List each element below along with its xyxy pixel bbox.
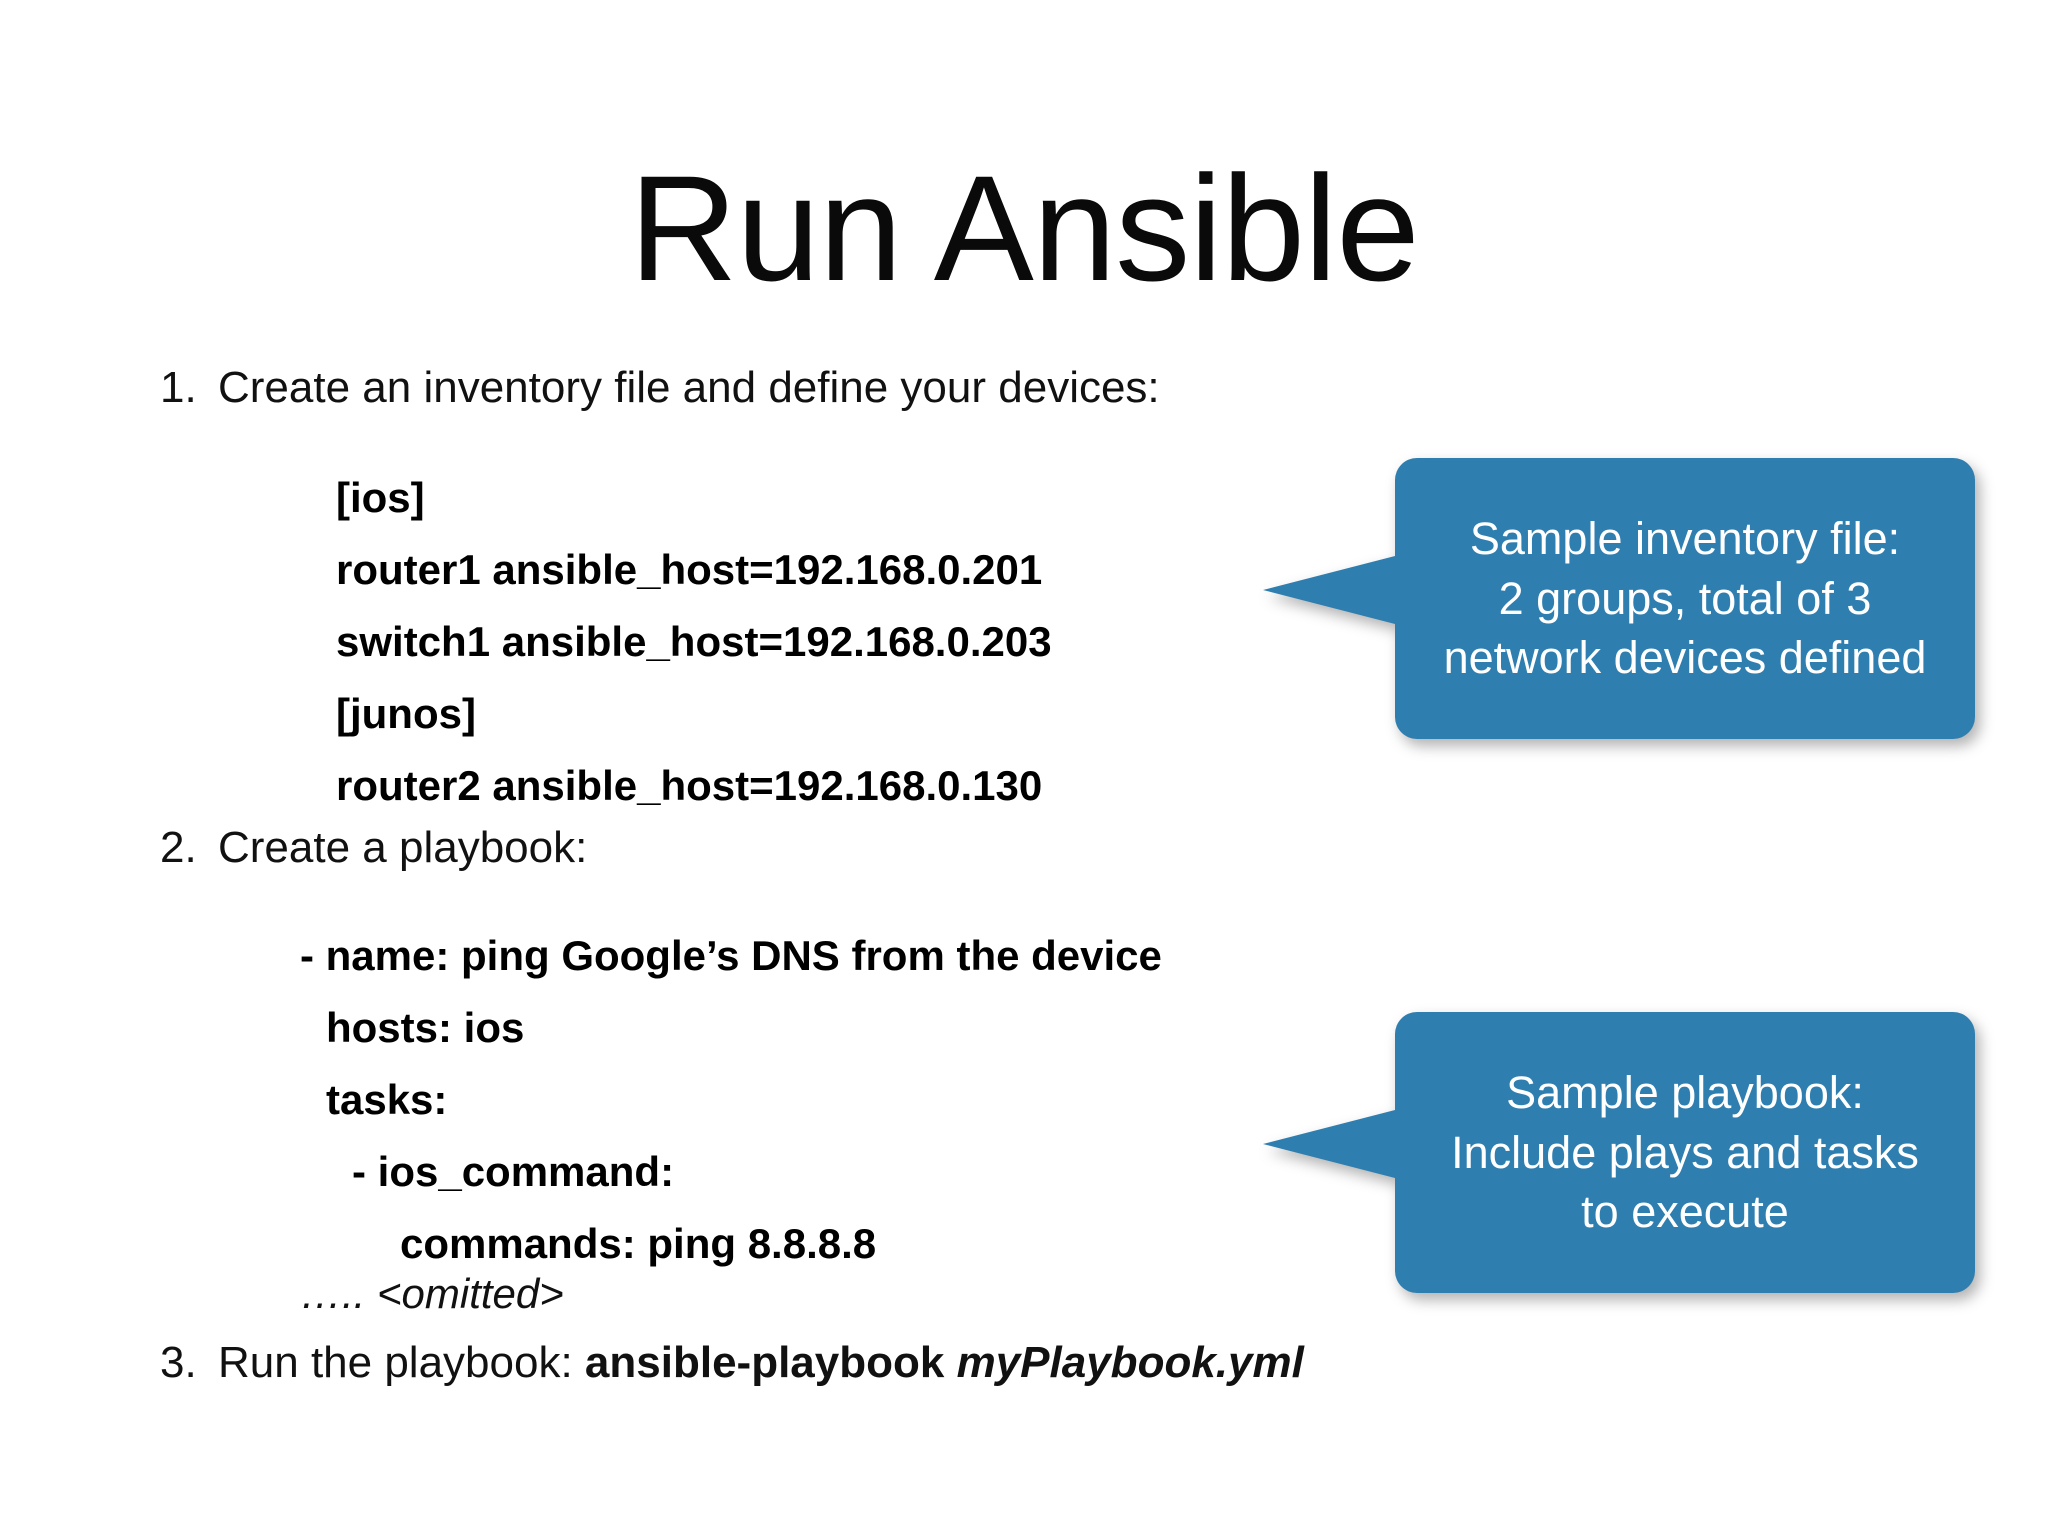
callout-tail-icon bbox=[1263, 1110, 1395, 1178]
inventory-callout-line-3: network devices defined bbox=[1443, 632, 1927, 684]
step-2-number: 2. bbox=[160, 823, 197, 872]
inventory-callout-line-1: Sample inventory file: bbox=[1469, 513, 1901, 565]
page-title: Run Ansible bbox=[629, 144, 1420, 312]
step-3: 3. Run the playbook: ansible-playbook myP… bbox=[160, 1337, 1304, 1390]
playbook-line-4: - ios_command: bbox=[352, 1148, 675, 1195]
step-1-label: Create an inventory file and define your… bbox=[218, 363, 1160, 412]
step-2-label: Create a playbook: bbox=[218, 823, 588, 872]
playbook-line-2: hosts: ios bbox=[326, 1004, 525, 1051]
step-3-argument: myPlaybook.yml bbox=[956, 1338, 1304, 1387]
step-3-number: 3. bbox=[160, 1338, 197, 1387]
playbook-callout-line-2: Include plays and tasks bbox=[1451, 1126, 1919, 1178]
playbook-callout: Sample playbook: Include plays and tasks… bbox=[1263, 1012, 1975, 1293]
step-3-command: ansible-playbook bbox=[584, 1338, 945, 1387]
inventory-line-2: router1 ansible_host=192.168.0.201 bbox=[336, 546, 1043, 593]
playbook-line-3: tasks: bbox=[326, 1076, 448, 1123]
inventory-line-5: router2 ansible_host=192.168.0.130 bbox=[336, 762, 1043, 809]
step-2: 2. Create a playbook: bbox=[160, 822, 587, 875]
playbook-line-1: - name: ping Google’s DNS from the devic… bbox=[300, 932, 1162, 979]
step-3-label: Run the playbook: bbox=[218, 1338, 573, 1387]
inventory-code-block: [ios] router1 ansible_host=192.168.0.201… bbox=[336, 462, 1052, 822]
inventory-line-4: [junos] bbox=[336, 690, 476, 737]
playbook-callout-line-1: Sample playbook: bbox=[1506, 1067, 1864, 1119]
omitted-marker: ….. <omitted> bbox=[300, 1270, 564, 1317]
inventory-line-1: [ios] bbox=[336, 474, 425, 521]
inventory-line-3: switch1 ansible_host=192.168.0.203 bbox=[336, 618, 1052, 665]
inventory-callout-line-2: 2 groups, total of 3 bbox=[1498, 572, 1872, 624]
inventory-callout: Sample inventory file: 2 groups, total o… bbox=[1263, 458, 1975, 739]
step-1: 1. Create an inventory file and define yo… bbox=[160, 362, 1160, 415]
step-1-number: 1. bbox=[160, 363, 197, 412]
playbook-callout-line-3: to execute bbox=[1581, 1186, 1789, 1238]
playbook-code-block: - name: ping Google’s DNS from the devic… bbox=[300, 920, 1162, 1280]
playbook-line-5: commands: ping 8.8.8.8 bbox=[400, 1220, 877, 1267]
callout-tail-icon bbox=[1263, 556, 1395, 624]
